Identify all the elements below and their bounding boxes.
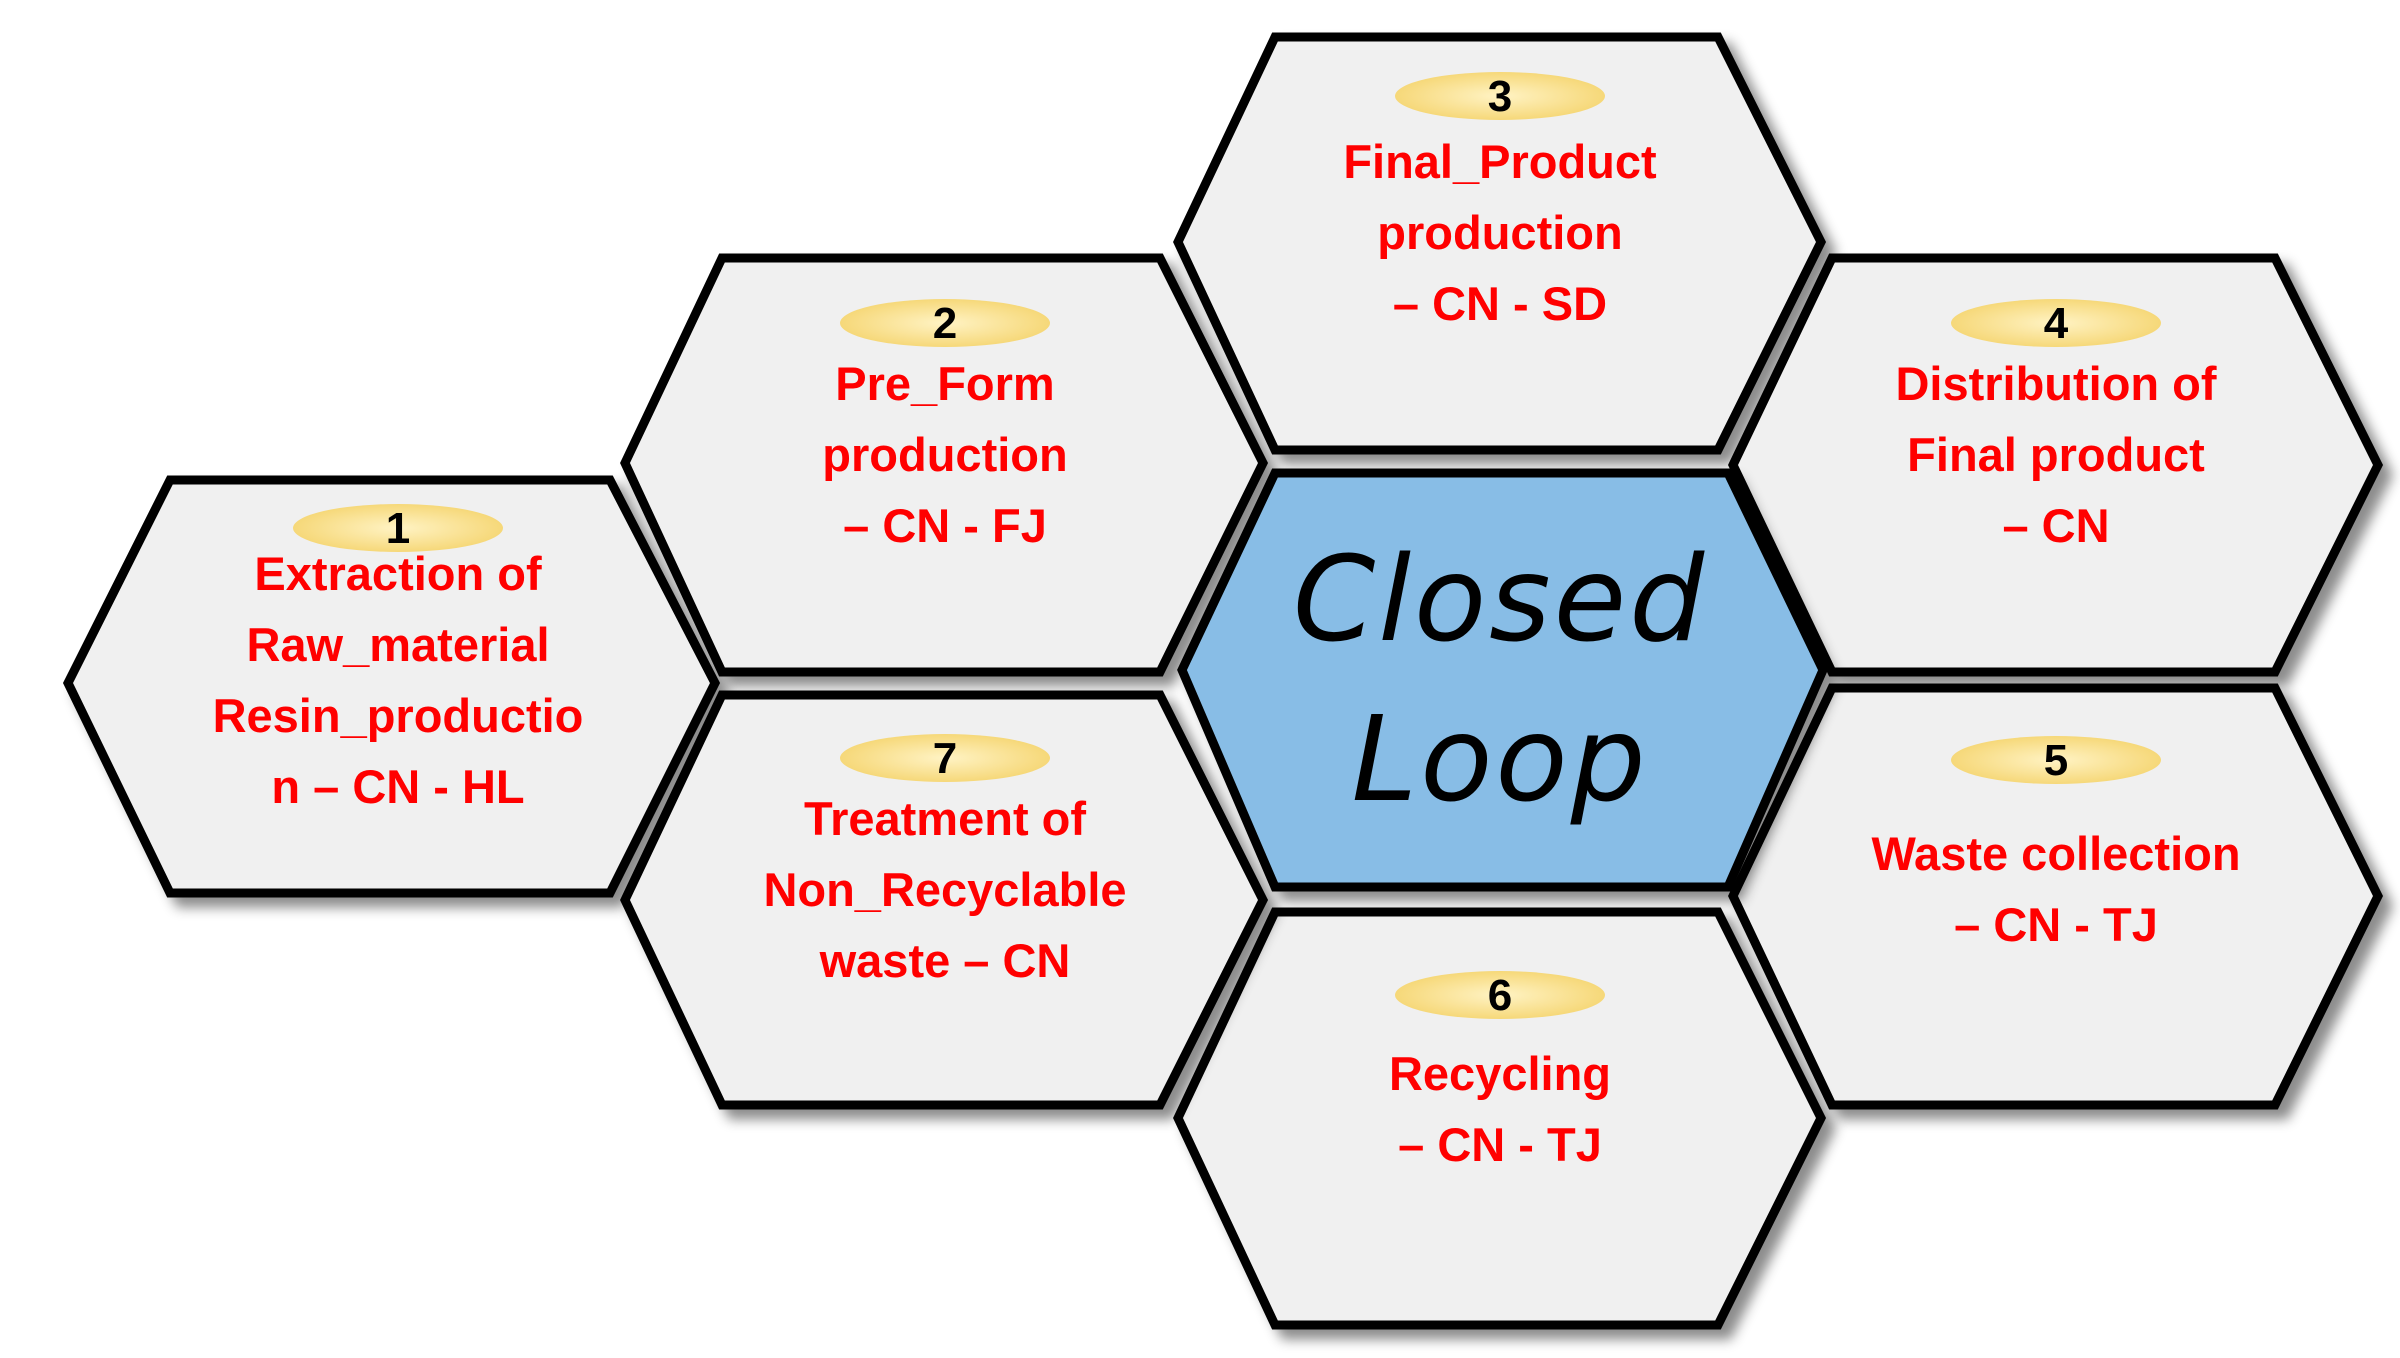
center-title-line-2: Loop: [1351, 690, 1648, 828]
step-number-badge: [293, 504, 503, 552]
step-label-line: Resin_productio: [213, 689, 584, 742]
step-number-badge: [840, 299, 1050, 347]
step-hexagon-shape: [620, 690, 1269, 1110]
step-hexagon-shape: [1728, 683, 2384, 1110]
step-label-line: Non_Recyclable: [763, 863, 1126, 916]
step-label-line: Extraction of: [254, 547, 542, 600]
step-hexagon-shape: [1173, 907, 1827, 1330]
step-number-badge: [1951, 299, 2161, 347]
step-hexagon-shape: [62, 475, 721, 898]
step-label-line: – CN - TJ: [1398, 1118, 1602, 1171]
step-number: 6: [1488, 971, 1512, 1020]
center-hexagon-shape: [1177, 468, 1828, 892]
step-hexagon-shape: [1173, 32, 1827, 455]
step-hexagon-shape: [620, 253, 1269, 677]
step-label-line: – CN - FJ: [843, 499, 1047, 552]
step-number: 2: [933, 299, 957, 348]
step-label-line: Raw_material: [246, 618, 549, 671]
step-number-badge: [1951, 736, 2161, 784]
center-title-line-1: Closed: [1293, 530, 1707, 668]
step-number-badge: [1395, 971, 1605, 1019]
step-number-badge: [840, 734, 1050, 782]
step-number: 1: [386, 504, 410, 553]
step-number: 3: [1488, 72, 1512, 121]
step-label-line: Distribution of: [1895, 357, 2216, 410]
step-label-line: Pre_Form: [835, 357, 1054, 410]
step-label-line: – CN - SD: [1393, 277, 1607, 330]
step-number: 4: [2044, 299, 2069, 348]
step-label-line: Final product: [1907, 428, 2205, 481]
step-label-line: Waste collection: [1871, 827, 2240, 880]
step-label-line: waste – CN: [819, 934, 1071, 987]
step-number-badge: [1395, 72, 1605, 120]
step-label-line: n – CN - HL: [271, 760, 524, 813]
step-label-line: – CN: [2002, 499, 2109, 552]
step-label-line: Recycling: [1389, 1047, 1611, 1100]
step-hexagon-shape: [1728, 253, 2384, 677]
step-label-line: Final_Product: [1343, 135, 1657, 188]
step-label-line: – CN - TJ: [1954, 898, 2158, 951]
step-number: 7: [933, 734, 957, 783]
step-label-line: production: [1377, 206, 1622, 259]
step-label-line: production: [822, 428, 1067, 481]
center-hexagon: Closed Loop: [1177, 468, 1828, 892]
step-number: 5: [2044, 736, 2068, 785]
step-label-line: Treatment of: [804, 792, 1086, 845]
